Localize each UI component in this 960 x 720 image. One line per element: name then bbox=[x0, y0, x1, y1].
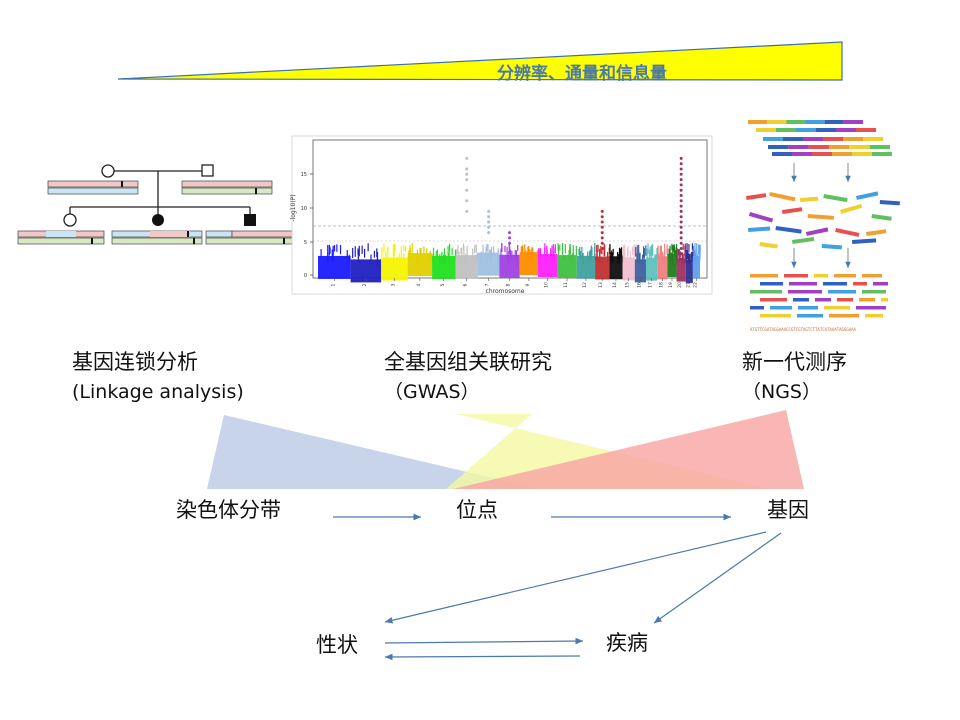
blue-triangle bbox=[207, 415, 540, 489]
gwas-y-tick-label: 15 bbox=[301, 172, 307, 178]
gwas-x-tick-label: 22 bbox=[692, 282, 698, 288]
level-chromosome-banding: 染色体分带 bbox=[176, 498, 281, 522]
pedigree-diagram bbox=[17, 164, 297, 245]
gwas-x-tick-label: 5 bbox=[440, 283, 446, 286]
arrow-trait-to-disease bbox=[384, 637, 584, 645]
gwas-x-tick-label: 6 bbox=[463, 283, 469, 286]
gwas-x-tick-label: 15 bbox=[625, 282, 631, 288]
method-linkage-english: (Linkage analysis) bbox=[72, 381, 244, 403]
method-ngs-english: （NGS） bbox=[742, 381, 821, 403]
resolution-wedge bbox=[117, 41, 843, 81]
child-circle-icon bbox=[63, 213, 77, 227]
gwas-x-tick-label: 9 bbox=[525, 283, 531, 286]
red-triangle bbox=[453, 410, 804, 489]
gwas-y-tick-label: 0 bbox=[304, 273, 307, 279]
ngs-sequence: ATGTTCGATAGGAAACCGTCGTAGTCTTATCATAAATAGG… bbox=[750, 327, 857, 332]
gwas-x-tick-label: 12 bbox=[582, 282, 588, 288]
gwas-x-tick-label: 7 bbox=[485, 283, 491, 286]
male-square-icon bbox=[201, 164, 214, 177]
level-gene: 基因 bbox=[767, 498, 809, 522]
gwas-x-tick-label: 10 bbox=[544, 282, 550, 288]
female-circle-icon bbox=[101, 164, 115, 178]
affected-square-icon bbox=[244, 214, 256, 226]
gwas-x-tick-label: 3 bbox=[390, 283, 396, 286]
affected-circle-icon bbox=[152, 214, 164, 226]
gwas-x-tick-label: 20 bbox=[677, 282, 683, 288]
outcome-trait: 性状 bbox=[316, 633, 358, 657]
gwas-x-tick-label: 17 bbox=[648, 282, 654, 288]
gwas-x-tick-label: 4 bbox=[416, 283, 422, 286]
arrow-disease-to-trait bbox=[384, 653, 581, 661]
gwas-x-tick-label: 19 bbox=[668, 282, 674, 288]
gwas-x-tick-label: 16 bbox=[636, 282, 642, 288]
method-linkage-name: 基因连锁分析 bbox=[72, 350, 198, 374]
gwas-x-axis-label: chromosome bbox=[486, 288, 525, 295]
method-ngs-name: 新一代测序 bbox=[742, 350, 847, 374]
level-locus: 位点 bbox=[456, 498, 498, 522]
gwas-x-tick-label: 14 bbox=[612, 282, 618, 288]
wedge-label: 分辨率、通量和信息量 bbox=[497, 64, 667, 84]
gwas-x-tick-label: 1 bbox=[330, 283, 336, 286]
method-gwas-english: （GWAS） bbox=[384, 381, 480, 403]
gwas-y-axis-label: -log10(P) bbox=[290, 194, 297, 221]
gwas-x-tick-label: 18 bbox=[658, 282, 664, 288]
method-gwas-name: 全基因组关联研究 bbox=[384, 350, 552, 374]
gwas-x-tick-label: 11 bbox=[563, 282, 569, 288]
gwas-x-tick-label: 2 bbox=[362, 283, 368, 286]
arrow-gene-to-disease bbox=[653, 532, 782, 624]
gwas-x-tick-label: 8 bbox=[506, 283, 512, 286]
gwas-y-tick-label: 10 bbox=[301, 206, 307, 212]
arrow-gene-to-trait bbox=[384, 531, 767, 624]
outcome-disease: 疾病 bbox=[606, 631, 648, 655]
ngs-reads-graphic: ATGTTCGATAGGAAACCGTCGTAGTCTTATCATAAATAGG… bbox=[745, 120, 900, 332]
gwas-x-tick-label: 21 bbox=[685, 282, 691, 288]
gwas-x-tick-label: 13 bbox=[598, 282, 604, 288]
gwas-y-tick-label: 5 bbox=[304, 240, 307, 246]
